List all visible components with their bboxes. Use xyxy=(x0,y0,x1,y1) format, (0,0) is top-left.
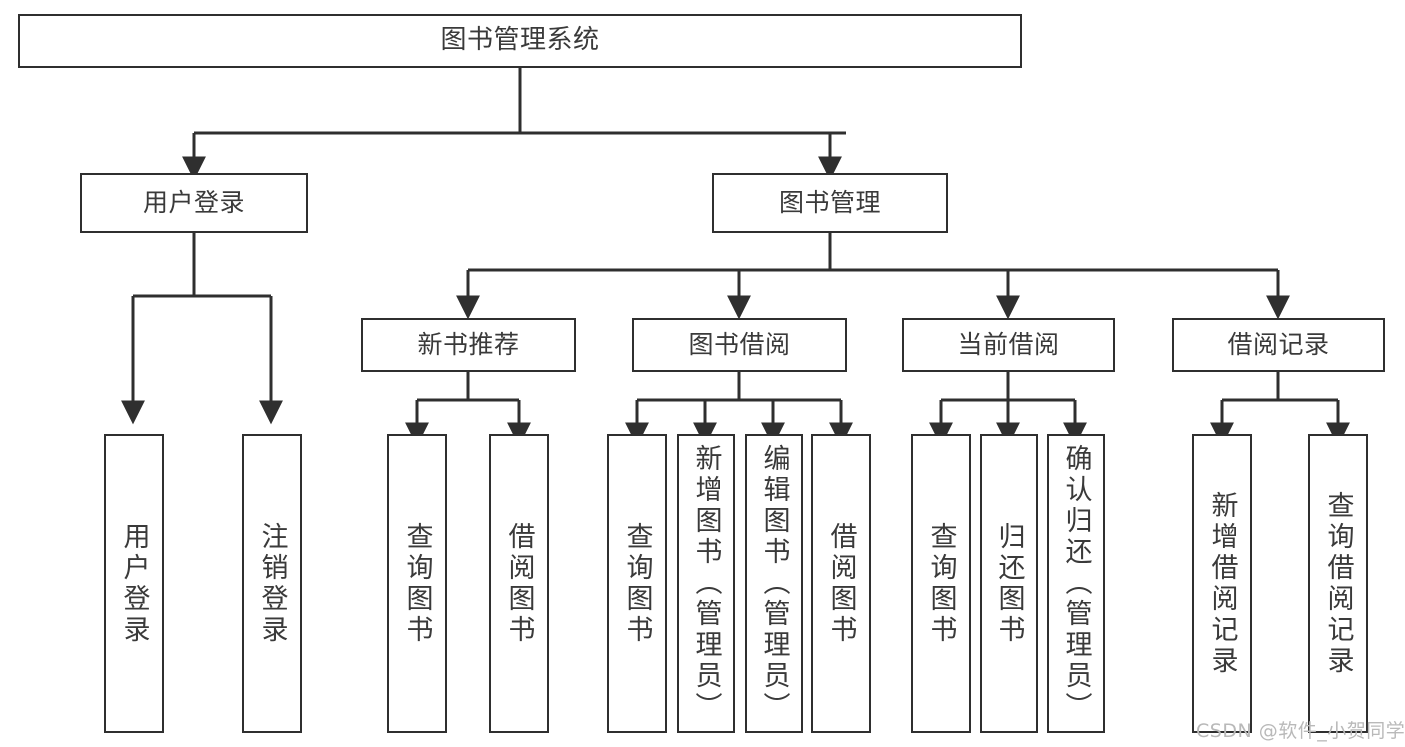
node-book-manage[interactable]: 图书管理 xyxy=(712,173,948,233)
node-leaf-borrow-book-1-label: 借阅图书 xyxy=(503,521,535,646)
node-leaf-borrow-book-1[interactable]: 借阅图书 xyxy=(489,434,549,733)
node-leaf-logout[interactable]: 注销登录 xyxy=(242,434,302,733)
node-leaf-add-book-label: 新增图书（管理员） xyxy=(690,444,722,723)
node-leaf-query-book-1-label: 查询图书 xyxy=(401,521,433,646)
node-leaf-add-book[interactable]: 新增图书（管理员） xyxy=(677,434,735,733)
node-borrow-record-label: 借阅记录 xyxy=(1227,330,1330,359)
node-book-borrow[interactable]: 图书借阅 xyxy=(632,318,847,372)
node-user-login-label: 用户登录 xyxy=(142,188,245,217)
node-borrow-record[interactable]: 借阅记录 xyxy=(1172,318,1385,372)
node-leaf-edit-book-label: 编辑图书（管理员） xyxy=(758,444,790,723)
node-root[interactable]: 图书管理系统 xyxy=(18,14,1022,68)
node-leaf-return-book-label: 归还图书 xyxy=(993,521,1025,646)
node-leaf-query-book-2-label: 查询图书 xyxy=(621,521,653,646)
node-leaf-query-book-1[interactable]: 查询图书 xyxy=(387,434,447,733)
node-leaf-edit-book[interactable]: 编辑图书（管理员） xyxy=(745,434,803,733)
csdn-watermark: CSDN @软件_小贺同学 xyxy=(1196,720,1405,742)
node-new-book-recommend[interactable]: 新书推荐 xyxy=(361,318,576,372)
node-leaf-query-book-3[interactable]: 查询图书 xyxy=(911,434,971,733)
node-current-borrow[interactable]: 当前借阅 xyxy=(902,318,1115,372)
node-leaf-confirm-return[interactable]: 确认归还（管理员） xyxy=(1047,434,1105,733)
node-leaf-return-book[interactable]: 归还图书 xyxy=(980,434,1038,733)
node-leaf-user-login-label: 用户登录 xyxy=(118,521,150,646)
node-leaf-add-record-label: 新增借阅记录 xyxy=(1206,490,1238,677)
node-leaf-confirm-return-label: 确认归还（管理员） xyxy=(1060,444,1092,723)
node-leaf-add-record[interactable]: 新增借阅记录 xyxy=(1192,434,1252,733)
node-leaf-query-record[interactable]: 查询借阅记录 xyxy=(1308,434,1368,733)
node-book-borrow-label: 图书借阅 xyxy=(688,330,791,359)
node-root-label: 图书管理系统 xyxy=(440,25,600,56)
node-leaf-logout-label: 注销登录 xyxy=(256,521,288,646)
node-leaf-query-book-2[interactable]: 查询图书 xyxy=(607,434,667,733)
node-user-login[interactable]: 用户登录 xyxy=(80,173,308,233)
node-leaf-borrow-book-2[interactable]: 借阅图书 xyxy=(811,434,871,733)
node-current-borrow-label: 当前借阅 xyxy=(957,330,1060,359)
node-leaf-query-record-label: 查询借阅记录 xyxy=(1322,490,1354,677)
node-leaf-query-book-3-label: 查询图书 xyxy=(925,521,957,646)
node-leaf-borrow-book-2-label: 借阅图书 xyxy=(825,521,857,646)
node-book-manage-label: 图书管理 xyxy=(778,188,881,217)
node-leaf-user-login[interactable]: 用户登录 xyxy=(104,434,164,733)
node-new-book-recommend-label: 新书推荐 xyxy=(417,330,520,359)
